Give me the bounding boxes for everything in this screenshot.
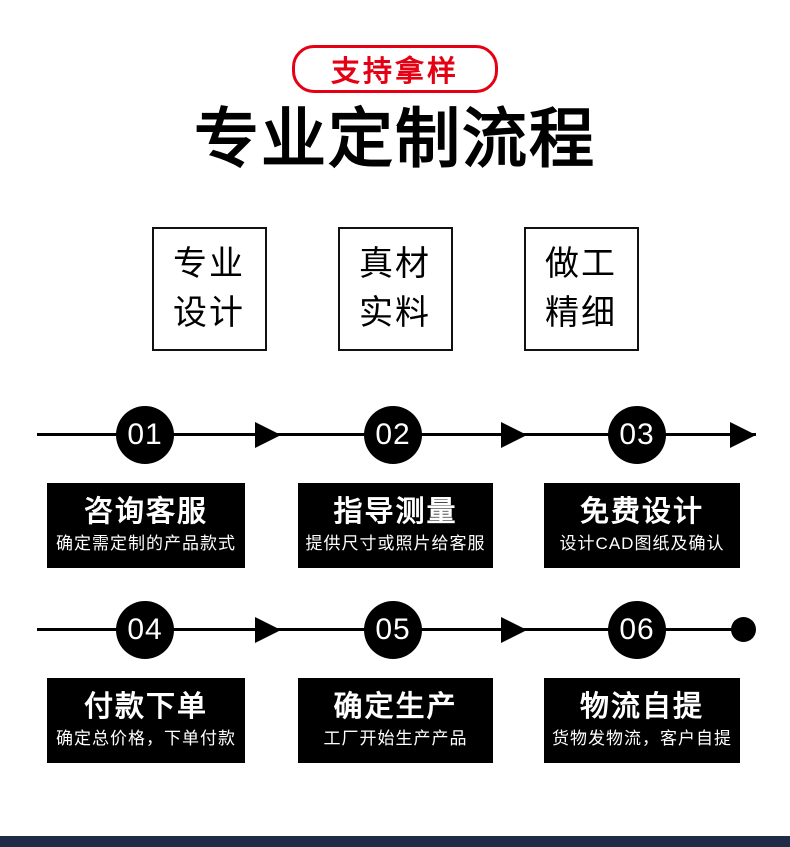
badge-label: 支持拿样 bbox=[330, 56, 460, 88]
step-box-logistics: 物流自提 货物发物流，客户自提 bbox=[544, 678, 740, 763]
step-box-production: 确定生产 工厂开始生产产品 bbox=[298, 678, 493, 763]
step-title: 咨询客服 bbox=[83, 496, 208, 529]
step-number-circle: 06 bbox=[608, 601, 666, 659]
step-title: 指导测量 bbox=[333, 496, 458, 529]
step-box-payment: 付款下单 确定总价格，下单付款 bbox=[47, 678, 245, 763]
step-desc: 提供尺寸或照片给客服 bbox=[305, 534, 486, 554]
step-desc: 确定总价格，下单付款 bbox=[56, 729, 236, 749]
feature-box-fine-workmanship: 做工 精细 bbox=[523, 227, 639, 351]
arrow-right-icon bbox=[255, 422, 281, 448]
step-desc: 确定需定制的产品款式 bbox=[56, 534, 236, 554]
step-desc: 货物发物流，客户自提 bbox=[552, 729, 732, 749]
step-number-circle: 01 bbox=[116, 406, 174, 464]
step-number-circle: 05 bbox=[364, 601, 422, 659]
step-number: 05 bbox=[375, 613, 411, 646]
feature-line: 真材 bbox=[359, 244, 431, 283]
arrow-right-icon bbox=[255, 617, 281, 643]
flow-end-dot bbox=[731, 617, 756, 642]
feature-box-professional-design: 专业 设计 bbox=[151, 227, 267, 351]
step-number-circle: 03 bbox=[608, 406, 666, 464]
step-title: 确定生产 bbox=[333, 691, 458, 724]
step-number: 03 bbox=[619, 418, 655, 451]
step-number-circle: 02 bbox=[364, 406, 422, 464]
feature-line: 设计 bbox=[173, 294, 245, 332]
arrow-right-icon bbox=[501, 422, 527, 448]
step-number: 06 bbox=[619, 613, 655, 646]
feature-line: 实料 bbox=[359, 294, 431, 332]
step-number: 04 bbox=[127, 613, 163, 646]
footer-bar bbox=[0, 836, 790, 847]
arrow-right-icon bbox=[501, 617, 527, 643]
step-title: 物流自提 bbox=[579, 691, 704, 724]
step-box-measure: 指导测量 提供尺寸或照片给客服 bbox=[298, 483, 493, 568]
sample-support-badge: 支持拿样 bbox=[291, 45, 499, 93]
feature-boxes: 专业 设计 真材 实料 做工 精细 bbox=[0, 227, 790, 351]
feature-line: 专业 bbox=[173, 244, 245, 283]
step-box-design: 免费设计 设计CAD图纸及确认 bbox=[544, 483, 740, 568]
step-box-consult: 咨询客服 确定需定制的产品款式 bbox=[47, 483, 245, 568]
page-title: 专业定制流程 bbox=[193, 102, 596, 175]
step-title: 免费设计 bbox=[579, 496, 704, 529]
feature-line: 做工 bbox=[545, 244, 617, 283]
step-desc: 工厂开始生产产品 bbox=[323, 729, 468, 749]
step-title: 付款下单 bbox=[83, 691, 208, 724]
step-number-circle: 04 bbox=[116, 601, 174, 659]
feature-line: 精细 bbox=[545, 294, 617, 332]
feature-box-real-materials: 真材 实料 bbox=[337, 227, 453, 351]
step-number: 02 bbox=[375, 418, 411, 451]
arrow-right-icon bbox=[730, 422, 756, 448]
step-number: 01 bbox=[127, 418, 163, 451]
step-desc: 设计CAD图纸及确认 bbox=[559, 534, 725, 554]
